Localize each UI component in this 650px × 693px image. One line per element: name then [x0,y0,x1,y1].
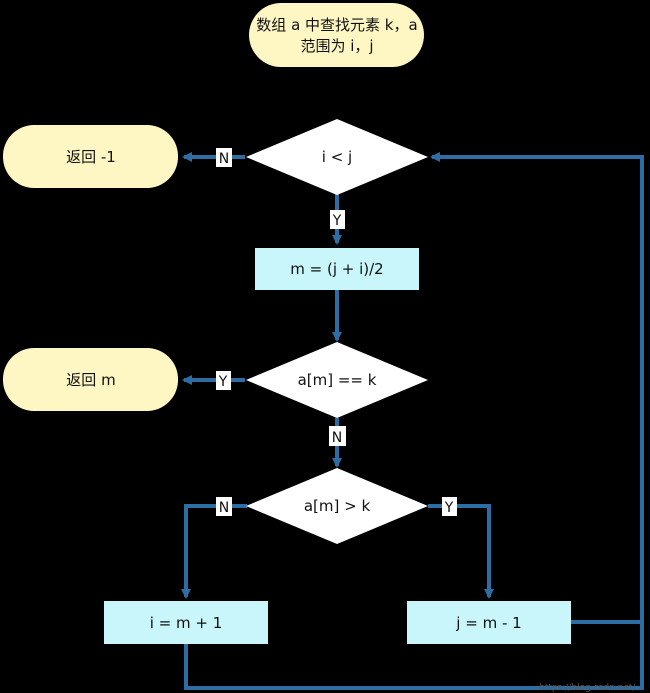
start-shape [249,3,424,67]
edge-update-j-loop [430,152,644,624]
edge-label-equal-no-text: N [332,430,342,446]
start-text-line2: 范围为 i，j [300,37,373,55]
edge-update-i-loop [184,622,644,690]
edge-label-equal-yes-text: Y [218,374,228,390]
cond-greater-shape [246,468,428,544]
update-i-shape [104,601,268,644]
watermark-text: https://blog.csdn.net/... [539,683,644,693]
edge-label-equal-yes: Y [216,371,231,390]
edge-label-greater-no-text: N [219,500,229,516]
edge-greater-to-update-i [181,504,247,599]
cond-greater-text: a[m] > k [304,497,371,515]
cond-range-text: i < j [322,148,352,166]
compute-mid-shape [255,248,419,290]
edge-label-greater-no: N [216,497,232,516]
edge-label-range-no-text: N [219,151,229,167]
node-update-j: j = m - 1 [407,601,571,644]
node-cond-range: i < j [246,119,428,195]
edge-label-range-yes-text: Y [332,213,342,229]
node-return-neg: 返回 -1 [3,125,178,188]
edge-greater-to-update-j [428,504,494,599]
start-text-line1: 数组 a 中查找元素 k，a [256,16,417,34]
update-j-text: j = m - 1 [455,614,521,632]
update-i-text: i = m + 1 [150,614,223,632]
edge-label-greater-yes-text: Y [444,500,454,516]
edge-label-range-no: N [216,148,232,167]
cond-equal-text: a[m] == k [298,371,377,389]
return-neg-text: 返回 -1 [66,148,116,166]
return-neg-shape [3,125,178,188]
edge-label-range-yes: Y [330,210,345,229]
compute-mid-text: m = (j + i)/2 [290,260,383,278]
node-cond-greater: a[m] > k [246,468,428,544]
cond-equal-shape [246,342,428,418]
node-cond-equal: a[m] == k [246,342,428,418]
edge-label-greater-yes: Y [442,497,457,516]
node-return-m: 返回 m [3,348,178,411]
cond-range-shape [246,119,428,195]
return-m-text: 返回 m [66,371,115,389]
update-j-shape [407,601,571,644]
node-compute-mid: m = (j + i)/2 [255,248,419,290]
return-m-shape [3,348,178,411]
edge-label-equal-no: N [329,426,346,446]
node-start: 数组 a 中查找元素 k，a 范围为 i，j [249,3,424,67]
node-update-i: i = m + 1 [104,601,268,644]
